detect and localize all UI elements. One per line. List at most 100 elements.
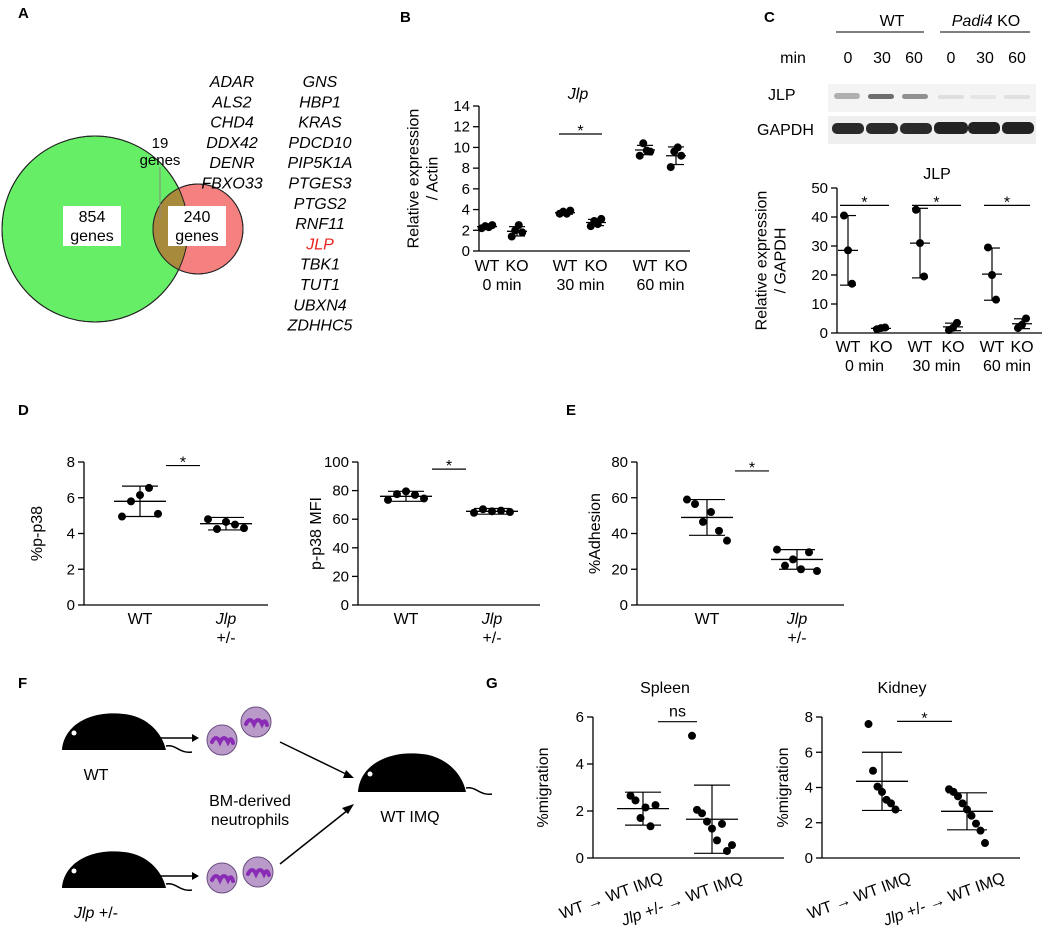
data-point [641, 803, 650, 812]
data-point [136, 491, 144, 500]
data-point [805, 548, 813, 557]
blot-jlp-band-4 [938, 95, 964, 99]
gene-name: DDX42 [206, 135, 258, 152]
significance-label: * [446, 458, 452, 475]
panel-label-a: A [18, 5, 29, 22]
category-label-gene: Jlp [880, 907, 906, 930]
y-tick-label: 8 [805, 709, 813, 726]
gene-name: UBXN4 [293, 297, 346, 314]
y-tick-label: 60 [332, 511, 349, 528]
data-point [518, 228, 527, 237]
data-point [984, 243, 992, 252]
neutrophil-cells-wt [206, 706, 272, 756]
data-point [967, 811, 976, 820]
data-point [869, 766, 877, 775]
y-tick-label: 0 [820, 325, 828, 342]
data-point [988, 271, 996, 279]
data-point [402, 487, 410, 496]
data-point [646, 822, 655, 831]
data-point [891, 805, 900, 814]
data-point [688, 731, 696, 740]
data-point [958, 799, 967, 808]
time-label: 30 min [556, 277, 604, 294]
y-axis-label: Relative expression [406, 109, 423, 249]
category-label: Jlp [481, 611, 503, 628]
blot-min-label: min [780, 50, 806, 67]
blot-time-label: 0 [844, 50, 853, 67]
data-point [873, 782, 882, 791]
data-point [703, 817, 711, 826]
right-unit: genes [175, 228, 219, 245]
time-label: 0 min [482, 277, 521, 294]
data-point [813, 567, 821, 576]
blot-gapdh-band-3 [900, 123, 932, 134]
y-tick-label: 40 [611, 526, 628, 543]
gene-name: HBP1 [299, 94, 341, 111]
data-point [240, 524, 248, 533]
gene-name: GNS [303, 74, 338, 91]
cells-label-line1: BM-derived [209, 793, 291, 810]
data-point [789, 555, 797, 564]
mouse-het-donor [62, 851, 193, 891]
data-point [691, 500, 699, 509]
data-point [145, 483, 153, 492]
panel-label-e: E [566, 402, 576, 419]
gene-name: PTGES3 [288, 176, 351, 193]
significance-label: * [1004, 194, 1010, 211]
data-point [699, 517, 707, 526]
y-tick-label: 2 [462, 222, 470, 239]
venn-diagram: 854 genes 240 genes 19 genes ADARALS2CHD… [1, 74, 353, 335]
y-tick-label: 8 [67, 454, 75, 471]
y-tick-label: 80 [332, 483, 349, 500]
y-tick-label: 60 [611, 490, 628, 507]
time-label: 30 min [912, 358, 960, 375]
gene-name-highlighted: JLP [305, 236, 334, 253]
significance-label: * [180, 455, 186, 472]
chart-title: JLP [923, 166, 951, 183]
data-point [651, 801, 660, 810]
y-tick-label: 10 [811, 296, 828, 313]
y-tick-label: 100 [324, 454, 349, 471]
category-label: KO [664, 258, 687, 275]
data-point [127, 497, 135, 506]
blot-time-label: 30 [976, 50, 994, 67]
data-point [723, 536, 731, 545]
data-point [698, 809, 706, 818]
category-label: Jlp [215, 611, 237, 628]
blot-gapdh-band-4 [934, 122, 968, 134]
data-point [222, 517, 230, 526]
panel-label-c: C [764, 9, 775, 26]
data-point [639, 139, 648, 148]
data-point [707, 508, 715, 517]
blot-gapdh-band-1 [832, 123, 864, 134]
gene-name: DENR [209, 155, 255, 172]
blot-ko-gene: Padi4 [952, 13, 993, 30]
data-point [204, 515, 212, 524]
data-point [916, 239, 924, 248]
mouse-wt-label: WT [84, 767, 109, 784]
chart-title: Spleen [640, 680, 690, 697]
blot-group-ko: Padi4 KO [952, 13, 1020, 30]
chart-title: Jlp [567, 86, 589, 103]
gene-name: ALS2 [211, 94, 251, 111]
time-label: 60 min [983, 358, 1031, 375]
category-label-gene: Jlp [481, 611, 503, 628]
data-point [636, 814, 645, 823]
gene-list-column-2: GNSHBP1KRASPDCD10PIP5K1APTGES3PTGS2RNF11… [287, 74, 353, 335]
right-count: 240 [184, 209, 211, 226]
y-tick-label: 8 [462, 160, 470, 177]
blot-jlp-band-1 [834, 93, 860, 99]
category-label-gene: Jlp [618, 907, 644, 930]
data-point [566, 206, 575, 215]
significance-label: * [933, 194, 939, 211]
gene-name: PIP5K1A [288, 155, 353, 172]
blot-gapdh-band-5 [968, 122, 1000, 134]
data-point [953, 318, 961, 327]
gene-name: ADAR [209, 74, 255, 91]
gene-name: RNF11 [295, 216, 345, 233]
data-point [479, 505, 487, 514]
data-point [844, 246, 852, 255]
